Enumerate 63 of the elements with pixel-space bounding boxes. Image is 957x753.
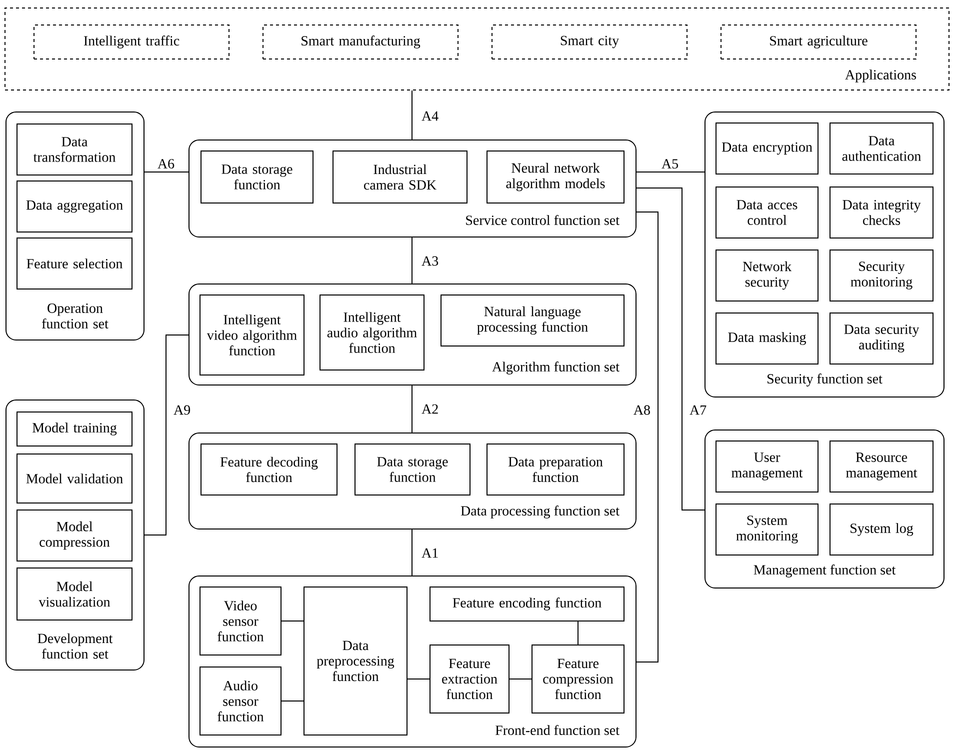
function-box: Audio sensor function bbox=[200, 666, 282, 736]
connector-line bbox=[509, 678, 532, 680]
set-title: Applications bbox=[845, 70, 916, 82]
connector-line bbox=[636, 188, 705, 510]
function-box: Feature compression function bbox=[532, 644, 624, 714]
edge-label: A2 bbox=[420, 403, 440, 415]
function-box: Feature decoding function bbox=[200, 444, 338, 496]
set-title: Security function set bbox=[768, 374, 882, 386]
function-box: Model training bbox=[16, 412, 132, 446]
dashed-box: Intelligent traffic bbox=[34, 24, 230, 60]
function-box: Feature encoding function bbox=[430, 586, 624, 622]
function-box: Feature selection bbox=[16, 238, 132, 290]
function-box: Feature extraction function bbox=[430, 644, 510, 714]
function-box: Intelligent video algorithm function bbox=[200, 294, 304, 376]
function-box: Model visualization bbox=[16, 568, 132, 620]
function-box: Natural language processing function bbox=[440, 294, 624, 346]
function-box: Video sensor function bbox=[200, 586, 282, 656]
set-title: Data processing function set bbox=[460, 506, 620, 518]
connector-line bbox=[144, 334, 189, 536]
function-box: Industrial camera SDK bbox=[332, 150, 468, 204]
function-box: Data preparation function bbox=[486, 444, 624, 496]
dashed-box: Smart agriculture bbox=[720, 24, 917, 60]
function-box: Data transformation bbox=[16, 124, 132, 176]
edge-label: A4 bbox=[420, 110, 440, 122]
set-title: Development function set bbox=[38, 633, 113, 659]
set-title: Algorithm function set bbox=[492, 362, 620, 374]
function-box: Data preprocessing function bbox=[304, 586, 408, 736]
function-box: Resource management bbox=[830, 440, 934, 492]
function-box: Model compression bbox=[16, 510, 132, 562]
set-title: Operation function set bbox=[42, 304, 108, 328]
edge-label: A6 bbox=[156, 158, 176, 170]
set-title: Front-end function set bbox=[496, 725, 620, 735]
set-title: Service control function set bbox=[466, 215, 620, 225]
function-box: System log bbox=[830, 504, 934, 556]
connector-line bbox=[636, 212, 658, 662]
function-box: Intelligent audio algorithm function bbox=[320, 294, 424, 370]
function-box: User management bbox=[716, 440, 818, 492]
edge-label: A7 bbox=[688, 404, 708, 416]
connector-line bbox=[281, 700, 304, 702]
function-box: Security monitoring bbox=[830, 250, 934, 302]
connector-line bbox=[281, 620, 304, 622]
function-box: Model validation bbox=[16, 454, 132, 504]
function-box: Network security bbox=[716, 250, 818, 302]
function-box: Data security auditing bbox=[830, 312, 934, 364]
connector-line bbox=[407, 678, 430, 680]
function-box: Data integrity checks bbox=[830, 186, 934, 238]
function-box: Data acces control bbox=[716, 186, 818, 238]
function-box: Data masking bbox=[716, 312, 818, 364]
edge-label: A9 bbox=[172, 404, 192, 416]
function-box: Neural network algorithm models bbox=[486, 150, 624, 204]
dashed-box: Smart city bbox=[492, 24, 688, 60]
function-box: Data storage function bbox=[200, 150, 314, 204]
set-title: Management function set bbox=[754, 564, 896, 578]
function-box: Data authentication bbox=[830, 122, 934, 174]
function-box: System monitoring bbox=[716, 504, 818, 556]
function-box: Data encryption bbox=[716, 122, 818, 174]
function-box: Data storage function bbox=[354, 444, 470, 496]
function-box: Data aggregation bbox=[16, 180, 132, 232]
edge-label: A5 bbox=[660, 158, 680, 170]
edge-label: A3 bbox=[420, 255, 440, 267]
edge-label: A1 bbox=[420, 547, 440, 559]
edge-label: A8 bbox=[632, 404, 652, 416]
dashed-box: Smart manufacturing bbox=[262, 24, 458, 60]
